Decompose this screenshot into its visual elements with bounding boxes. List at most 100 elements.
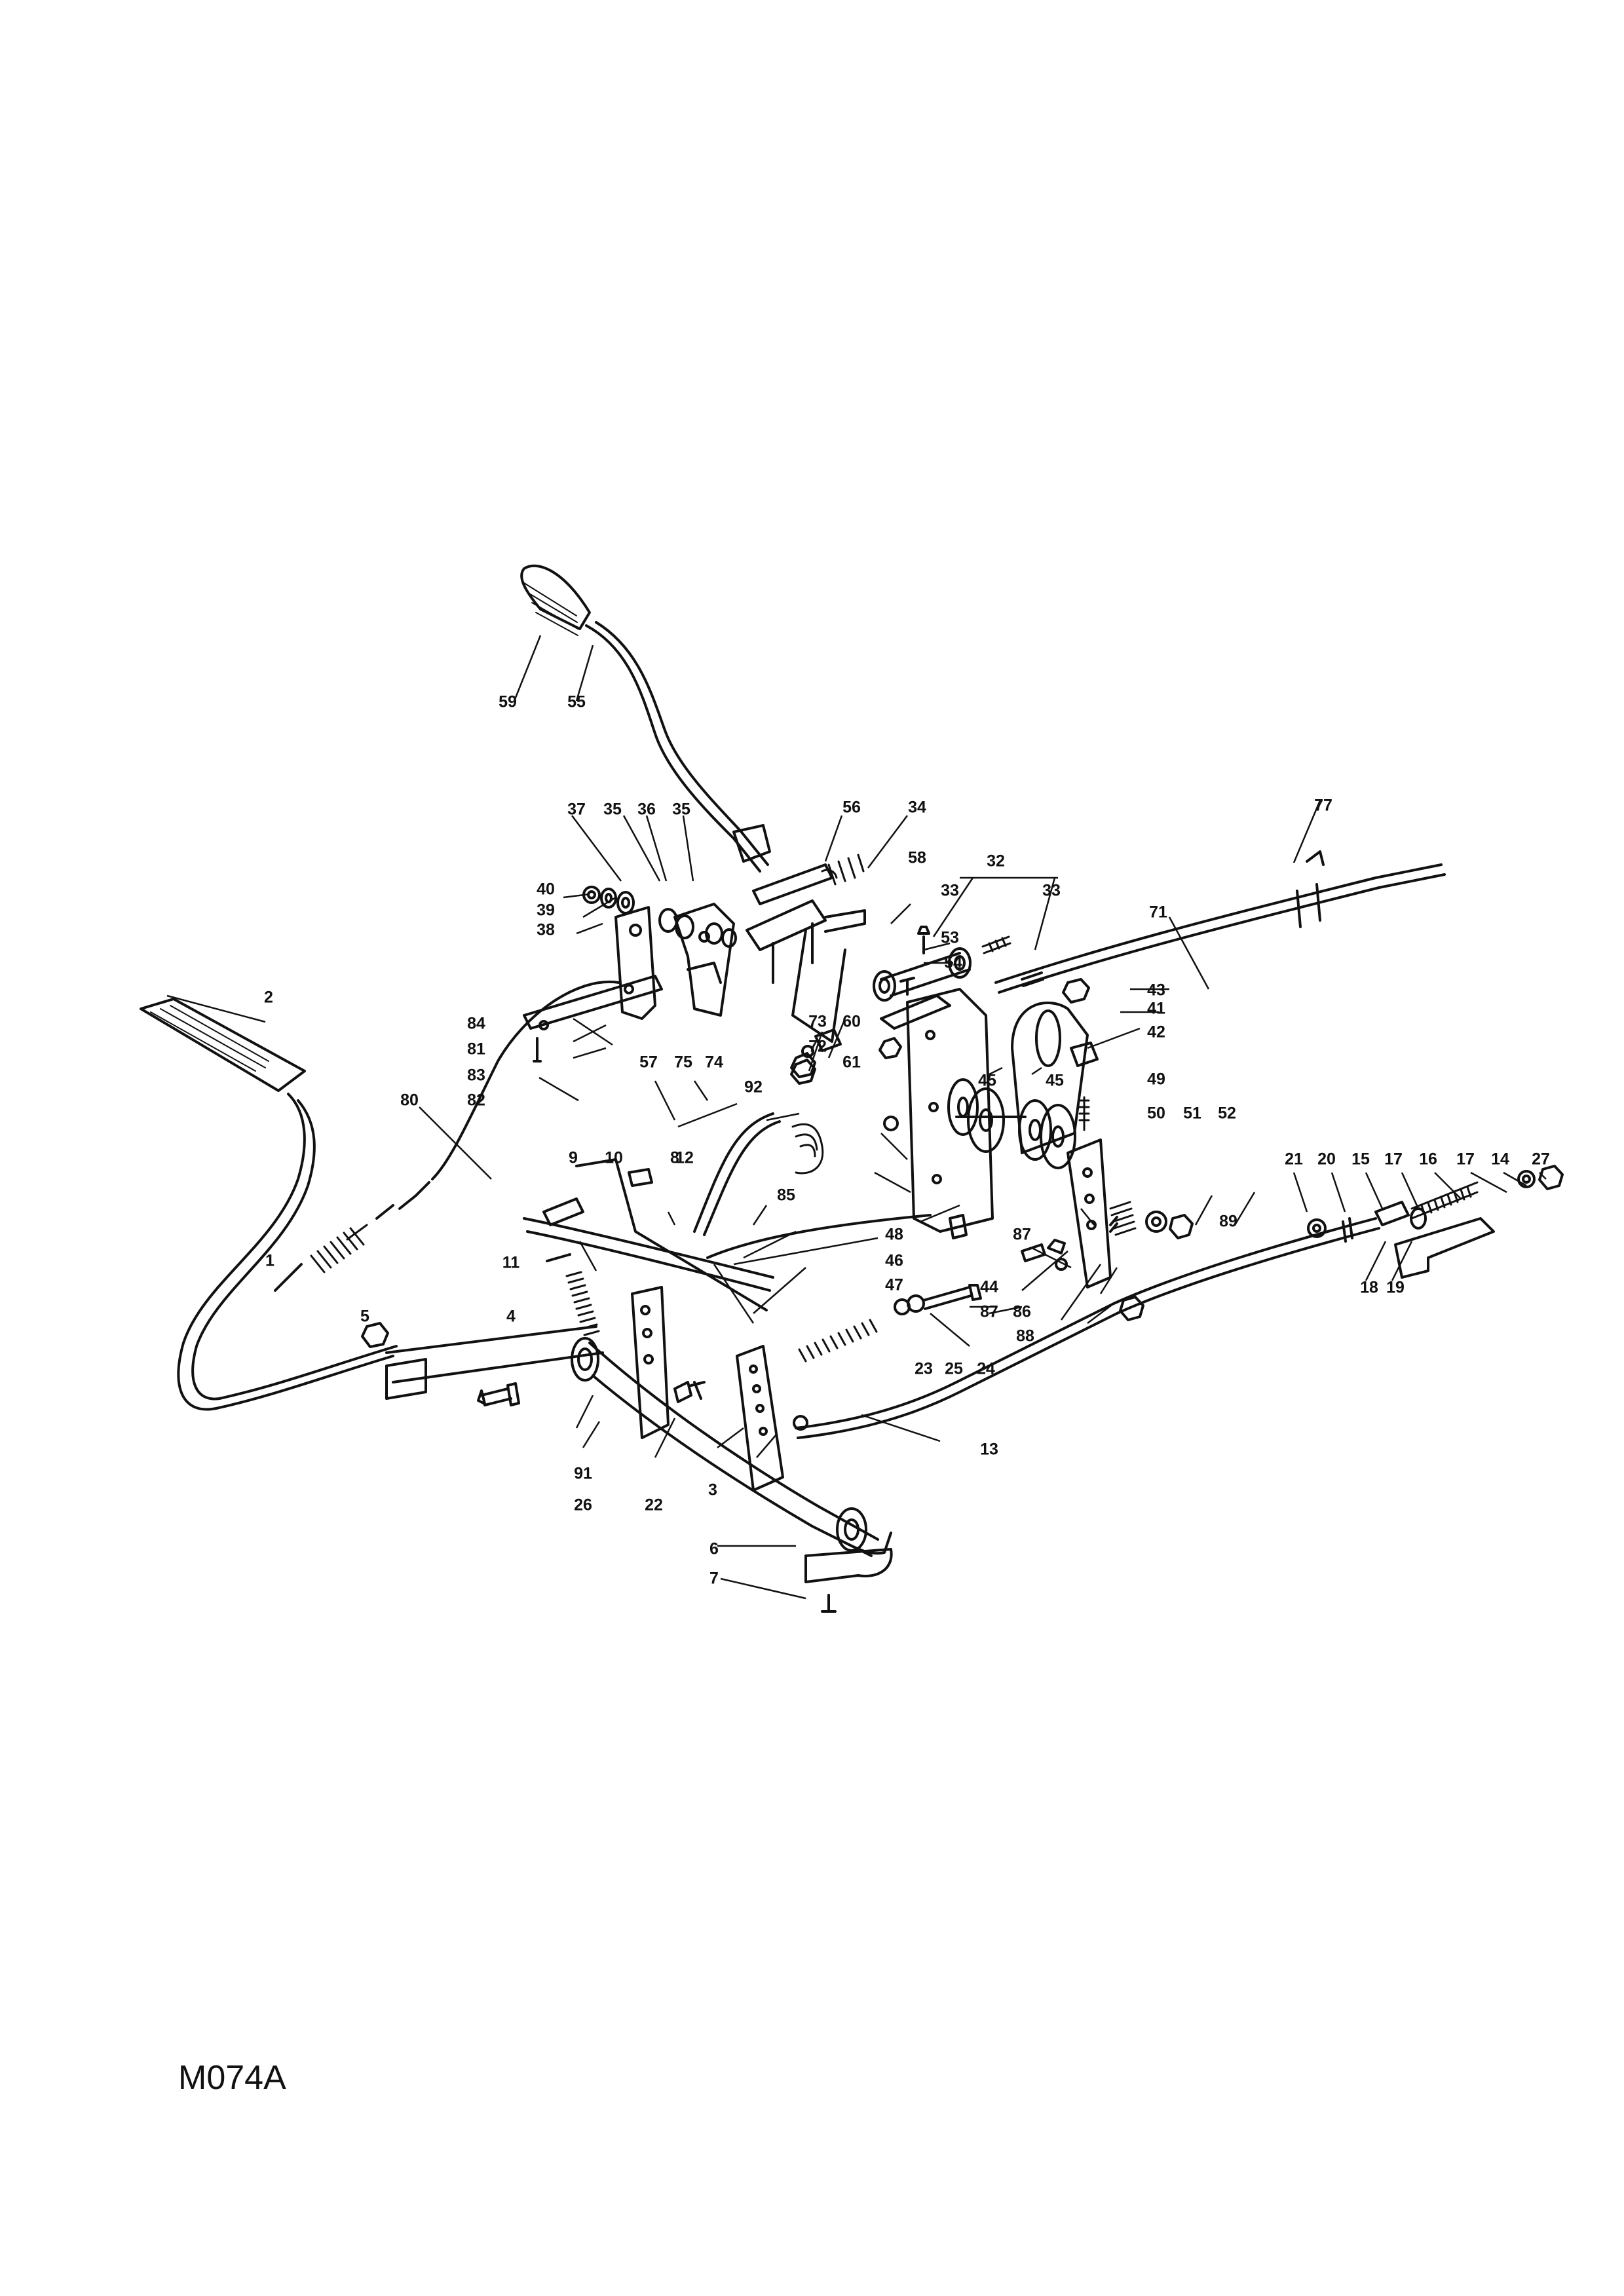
callout-83: 83 [467, 1066, 485, 1085]
callout-18: 18 [1360, 1278, 1378, 1297]
callout-21: 21 [1285, 1150, 1303, 1169]
bolt-and-nut [361, 1322, 520, 1406]
callout-27: 27 [1532, 1150, 1550, 1169]
callout-85: 85 [777, 1186, 795, 1205]
callout-16: 16 [1419, 1150, 1437, 1169]
pedal-lever [140, 998, 398, 1411]
callout-34: 34 [908, 798, 926, 817]
callout-50: 50 [1147, 1104, 1165, 1123]
callout-42: 42 [1147, 1023, 1165, 1042]
coil-springs [546, 1123, 878, 1363]
bracket-plates [614, 903, 735, 1020]
callout-35-b: 35 [672, 800, 690, 819]
callout-45: 45 [978, 1071, 996, 1090]
callout-80: 80 [400, 1091, 419, 1110]
callout-15: 15 [1351, 1150, 1370, 1169]
callout-17: 17 [1384, 1150, 1403, 1169]
callout-47: 47 [885, 1275, 903, 1294]
callout-9: 9 [569, 1148, 578, 1167]
callout-71: 71 [1149, 903, 1167, 922]
callout-58: 58 [908, 848, 926, 867]
callout-3: 3 [708, 1480, 717, 1499]
callout-37: 37 [567, 800, 586, 819]
callout-55: 55 [567, 692, 586, 711]
callout-59: 59 [499, 692, 517, 711]
bushings [873, 926, 1011, 1002]
callout-12: 12 [675, 1148, 694, 1167]
callout-51: 51 [1183, 1104, 1201, 1123]
callout-8: 8 [670, 1148, 679, 1167]
cam-plate [1011, 978, 1099, 1154]
callout-11: 11 [502, 1253, 520, 1272]
callout-10: 10 [605, 1148, 623, 1167]
callout-81: 81 [467, 1040, 485, 1059]
callout-46: 46 [885, 1251, 903, 1270]
callout-57: 57 [639, 1053, 658, 1072]
callout-23: 23 [915, 1359, 933, 1378]
linkage-rods [523, 1112, 932, 1311]
callout-5: 5 [360, 1307, 369, 1326]
callout-36: 36 [637, 800, 656, 819]
callout-4: 4 [506, 1307, 516, 1326]
callout-39: 39 [537, 901, 555, 920]
central-plate [790, 977, 994, 1239]
callout-24: 24 [977, 1359, 995, 1378]
callout-44: 44 [980, 1277, 998, 1296]
drawing-code: M074A [178, 2059, 286, 2097]
callout-41: 41 [1147, 999, 1165, 1018]
callout-54: 54 [944, 953, 962, 972]
callout-73: 73 [808, 1012, 827, 1031]
callout-53: 53 [941, 928, 959, 947]
leader-lines [166, 635, 1547, 1600]
callout-74: 74 [705, 1053, 723, 1072]
lever-shaft-assembly [746, 854, 866, 1043]
callout-82: 82 [467, 1091, 485, 1110]
callout-2: 2 [264, 988, 273, 1007]
nut-92 [790, 1059, 816, 1085]
callout-56: 56 [842, 798, 861, 817]
callout-26: 26 [574, 1496, 592, 1515]
callout-88: 88 [1016, 1327, 1034, 1346]
callout-92: 92 [744, 1078, 763, 1097]
callout-49: 49 [1147, 1070, 1165, 1089]
callout-45-b: 45 [1046, 1071, 1064, 1090]
callout-1: 1 [265, 1251, 274, 1270]
washer-stack [582, 886, 737, 948]
right-spring-assembly [1307, 1165, 1564, 1279]
callout-91: 91 [574, 1464, 592, 1483]
callout-72: 72 [808, 1037, 827, 1056]
bolt-washer-set [894, 1284, 982, 1315]
callout-87-b: 87 [980, 1302, 998, 1321]
callout-48: 48 [885, 1225, 903, 1244]
callout-14: 14 [1491, 1150, 1509, 1169]
callout-17-b: 17 [1456, 1150, 1475, 1169]
callout-7: 7 [709, 1569, 719, 1588]
callout-33-b: 33 [1042, 881, 1061, 900]
bowden-cable [274, 980, 620, 1292]
long-rod [994, 850, 1446, 994]
callout-40: 40 [537, 880, 555, 899]
callout-32: 32 [987, 852, 1005, 871]
callout-25: 25 [945, 1359, 963, 1378]
callout-33: 33 [941, 881, 959, 900]
friction-discs [947, 1078, 1076, 1169]
callout-86: 86 [1013, 1302, 1031, 1321]
callout-13: 13 [980, 1440, 998, 1459]
callout-77: 77 [1314, 796, 1332, 815]
gear-lever [520, 564, 771, 873]
callout-19: 19 [1386, 1278, 1405, 1297]
callout-61: 61 [842, 1053, 861, 1072]
callout-38: 38 [537, 920, 555, 939]
callout-22: 22 [645, 1496, 663, 1515]
callout-89: 89 [1219, 1212, 1237, 1231]
control-rods [793, 1217, 1380, 1439]
slotted-arm [1067, 1139, 1194, 1321]
callout-20: 20 [1317, 1150, 1336, 1169]
shaft-arms [631, 1286, 784, 1492]
callout-60: 60 [842, 1012, 861, 1031]
callout-84: 84 [467, 1014, 485, 1033]
cross-shaft [385, 1325, 892, 1557]
callout-6: 6 [709, 1539, 719, 1558]
callout-43: 43 [1147, 981, 1165, 1000]
